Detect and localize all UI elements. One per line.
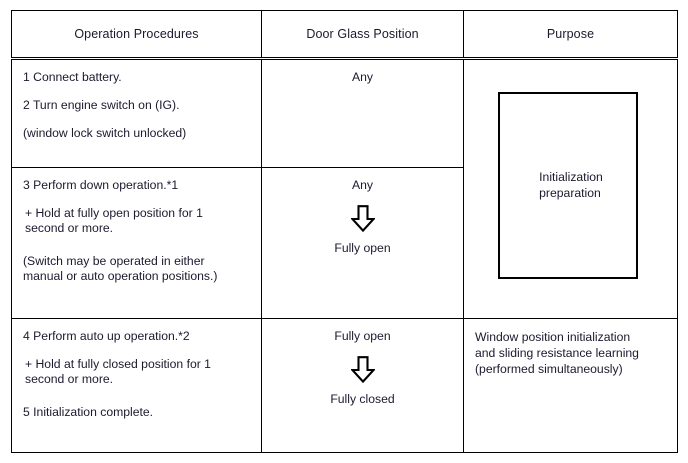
table-row: 1 Connect battery. 2 Turn engine switch … xyxy=(11,58,678,319)
operation-step-line: 4 Perform auto up operation.*2 xyxy=(23,329,190,343)
operation-step-line: 3 Perform down operation.*1 xyxy=(23,178,179,192)
cell-operation-procedures-row3: 4 Perform auto up operation.*2 + Hold at… xyxy=(11,318,262,453)
cell-purpose-row3: Window position initialization and slidi… xyxy=(463,318,678,453)
glass-position-from-label: Any xyxy=(351,178,373,192)
operation-steps-row2: 3 Perform down operation.*1 + Hold at fu… xyxy=(12,168,261,318)
column-header-purpose: Purpose xyxy=(463,10,678,60)
cell-purpose-rows1-2: Initialization preparation xyxy=(463,58,678,319)
operation-steps-row3: 4 Perform auto up operation.*2 + Hold at… xyxy=(12,319,261,452)
cell-door-glass-position-row3: Fully open Fully closed xyxy=(261,318,464,453)
operation-step-note: (Switch may be operated in either manual… xyxy=(23,253,218,283)
down-block-arrow-icon xyxy=(350,204,375,232)
initialization-preparation-box: Initialization preparation xyxy=(498,92,638,279)
down-block-arrow-icon xyxy=(350,355,375,383)
table-header-row: Operation Procedures Door Glass Position… xyxy=(11,10,678,60)
initialization-procedure-table: Operation Procedures Door Glass Position… xyxy=(11,10,678,453)
cell-operation-procedures-row1: 1 Connect battery. 2 Turn engine switch … xyxy=(11,58,262,168)
door-glass-state-row2: Any Fully open xyxy=(262,168,463,255)
operation-step-line: 5 Initialization complete. xyxy=(23,404,154,419)
table-row: 4 Perform auto up operation.*2 + Hold at… xyxy=(11,318,678,453)
door-glass-state-row3: Fully open Fully closed xyxy=(262,319,463,406)
initialization-preparation-label: Initialization preparation xyxy=(539,169,603,200)
operation-steps-row1: 1 Connect battery. 2 Turn engine switch … xyxy=(12,60,261,167)
purpose-description-row3: Window position initialization and slidi… xyxy=(475,330,639,377)
glass-position-to-label: Fully closed xyxy=(330,391,395,406)
operation-step-line: 1 Connect battery. xyxy=(23,70,122,84)
operation-step-detail: + Hold at fully open position for 1 seco… xyxy=(25,205,203,235)
column-header-label: Purpose xyxy=(546,27,595,41)
operation-step-line: 2 Turn engine switch on (IG). xyxy=(23,97,180,112)
cell-door-glass-position-row2: Any Fully open xyxy=(261,167,464,319)
column-header-door-glass-position: Door Glass Position xyxy=(261,10,464,60)
glass-position-from-label: Any xyxy=(351,70,373,84)
cell-door-glass-position-row1: Any xyxy=(261,58,464,168)
glass-position-from-label: Fully open xyxy=(334,329,391,343)
column-header-label: Operation Procedures xyxy=(74,27,199,41)
glass-position-to-label: Fully open xyxy=(334,240,391,255)
operation-step-note: (window lock switch unlocked) xyxy=(23,125,187,140)
column-header-operation-procedures: Operation Procedures xyxy=(11,10,262,60)
column-header-label: Door Glass Position xyxy=(306,27,419,41)
operation-step-detail: + Hold at fully closed position for 1 se… xyxy=(25,356,211,386)
cell-operation-procedures-row2: 3 Perform down operation.*1 + Hold at fu… xyxy=(11,167,262,319)
table-row: 3 Perform down operation.*1 + Hold at fu… xyxy=(11,167,678,319)
door-glass-state-row1: Any xyxy=(262,60,463,85)
